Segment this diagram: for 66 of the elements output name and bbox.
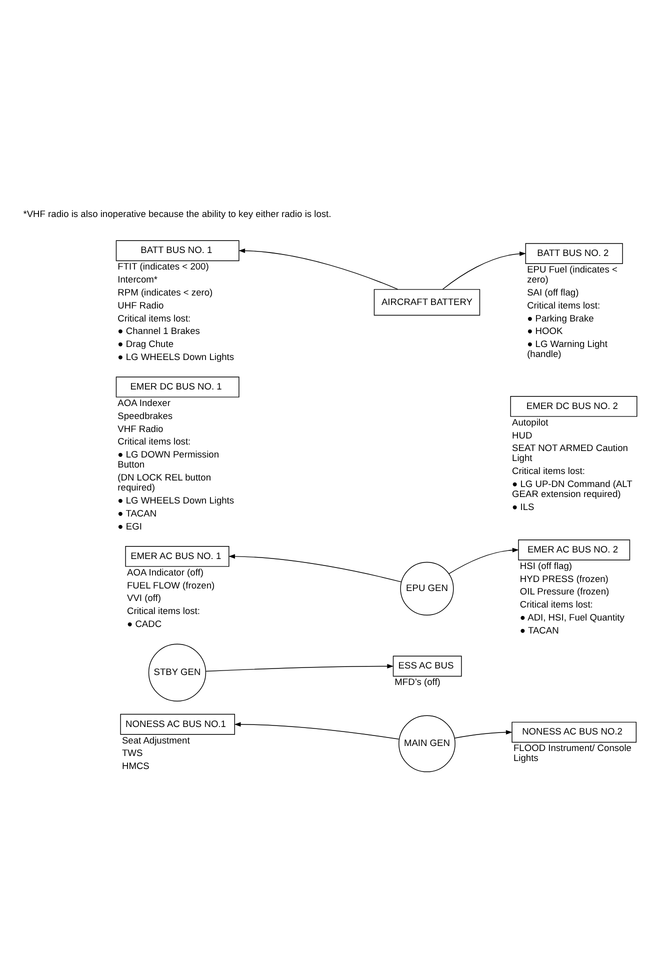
node-label: ● LG Warning Light (handle) — [527, 339, 608, 360]
node-label: AOA Indexer — [118, 398, 170, 408]
node-label: ● ADI, HSI, Fuel Quantity — [520, 612, 624, 623]
node-label: HSI (off flag) — [520, 560, 572, 571]
node-label: EPU Fuel (indicates < zero) — [527, 264, 618, 285]
node-label: ● LG DOWN Permission Button — [118, 450, 220, 470]
node-label: SAI (off flag) — [527, 287, 579, 298]
node-label: (DN LOCK REL button required) — [118, 472, 212, 493]
node-box: EMER AC BUS NO. 2 — [518, 540, 630, 560]
node-box: BATT BUS NO. 1 — [116, 240, 240, 262]
node-label: ● CADC — [127, 619, 162, 630]
node-label: VHF Radio — [118, 424, 164, 434]
arrow — [238, 248, 398, 290]
node-label: FLOOD Instrument/ Console Lights — [513, 743, 632, 764]
node-label: ● Drag Chute — [118, 339, 174, 350]
arrow — [206, 664, 394, 672]
node-label: ● ILS — [512, 502, 534, 512]
node-box: EMER DC BUS NO. 1 — [116, 376, 240, 398]
node-label: VVI (off) — [127, 593, 161, 604]
node-box: ESS AC BUS — [392, 656, 462, 677]
node-box: NONESS AC BUS NO.2 — [512, 722, 637, 743]
node-label: Critical items lost: — [527, 300, 600, 310]
node-label: SEAT NOT ARMED Caution Light — [512, 443, 628, 464]
node-label: Critical items lost: — [512, 466, 585, 476]
node-label: Seat Adjustment — [122, 735, 190, 746]
node-label: MFD’s (off) — [394, 677, 440, 688]
node-label: AOA Indicator (off) — [127, 567, 204, 578]
arrow — [234, 722, 400, 740]
node-label: HUD — [512, 430, 532, 440]
node-label: ● LG UP-DN Command (ALT GEAR extension required) — [512, 479, 632, 500]
arrow — [228, 554, 402, 582]
node-label: FTIT (indicates < 200) — [118, 262, 209, 272]
node-label: TWS — [122, 748, 143, 758]
arrow — [454, 730, 512, 738]
arrow — [442, 251, 526, 290]
node-box: BATT BUS NO. 2 — [525, 243, 623, 264]
node-label: ● HOOK — [527, 326, 563, 336]
node-label: ● TACAN — [520, 625, 559, 636]
node-label: Speedbrakes — [118, 410, 173, 421]
node-label: ● EGI — [118, 521, 142, 532]
node-circle: STBY GEN — [148, 644, 206, 702]
node-box: EMER AC BUS NO. 1 — [125, 546, 230, 567]
node-label: Autopilot — [512, 417, 548, 428]
node-label: RPM (indicates < zero) — [118, 287, 213, 298]
node-label: UHF Radio — [118, 300, 164, 310]
node-circle: EPU GEN — [400, 562, 454, 616]
node-label: ● TACAN — [118, 508, 157, 518]
node-label: ● LG WHEELS Down Lights — [118, 352, 234, 362]
node-label: HYD PRESS (frozen) — [520, 574, 608, 584]
node-label: OIL Pressure (frozen) — [520, 586, 610, 597]
node-label: Critical items lost: — [118, 313, 191, 324]
node-label: FUEL FLOW (frozen) — [127, 580, 215, 590]
node-circle: MAIN GEN — [398, 715, 456, 772]
node-label: Critical items lost: — [127, 606, 200, 616]
node-box: NONESS AC BUS NO.1 — [120, 714, 236, 735]
arrow — [448, 548, 519, 574]
node-box: EMER DC BUS NO. 2 — [510, 396, 638, 417]
node-label: Critical items lost: — [118, 436, 191, 447]
node-label: HMCS — [122, 761, 150, 772]
node-label: ● Channel 1 Brakes — [118, 326, 200, 336]
node-label: ● Parking Brake — [527, 313, 594, 324]
node-box: AIRCRAFT BATTERY — [374, 289, 480, 316]
node-label: ● LG WHEELS Down Lights — [118, 496, 234, 506]
node-label: Critical items lost: — [520, 600, 593, 610]
label: *VHF radio is also inoperative because the ability to key either radio is lost. — [23, 209, 332, 220]
node-label: Intercom* — [118, 274, 158, 285]
